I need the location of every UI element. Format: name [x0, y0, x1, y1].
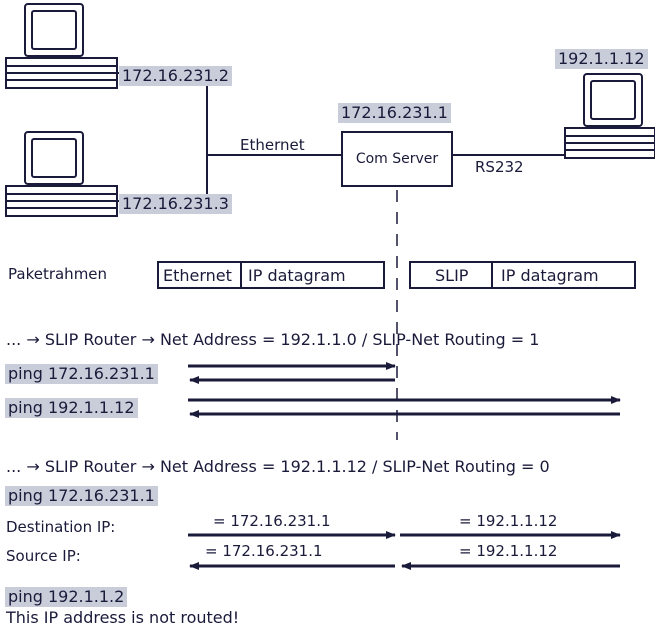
- not-routed-message: This IP address is not routed!: [6, 608, 240, 627]
- ethernet-bus: [117, 72, 341, 202]
- frame-right-divider: [491, 263, 493, 287]
- frame-right-payload: IP datagram: [501, 265, 599, 285]
- frame-right-header: SLIP: [435, 265, 469, 285]
- pc3-ip-label: 192.1.1.12: [555, 49, 648, 69]
- frame-left-payload: IP datagram: [248, 265, 346, 285]
- rs232-link-label: RS232: [475, 158, 524, 176]
- case1-heading: ... → SLIP Router → Net Address = 192.1.…: [6, 330, 540, 349]
- dest-right-value: = 192.1.1.12: [459, 512, 558, 530]
- computer-icon-2: [5, 131, 118, 217]
- src-right-value: = 192.1.1.12: [459, 542, 558, 560]
- case1-ping1: ping 172.16.231.1: [5, 364, 158, 384]
- server-ip-label: 172.16.231.1: [338, 103, 451, 123]
- computer-icon-1: [5, 3, 118, 89]
- src-ip-label: Source IP:: [6, 547, 81, 565]
- ethernet-link-label: Ethernet: [240, 136, 305, 154]
- pc1-ip-label: 172.16.231.2: [119, 66, 232, 86]
- dest-left-value: = 172.16.231.1: [213, 512, 331, 530]
- src-left-value: = 172.16.231.1: [205, 542, 323, 560]
- frame-left: Ethernet IP datagram: [157, 261, 385, 289]
- frames-label: Paketrahmen: [8, 265, 108, 283]
- dest-ip-label: Destination IP:: [6, 518, 116, 536]
- case2-heading: ... → SLIP Router → Net Address = 192.1.…: [6, 457, 550, 476]
- pc2-ip-label: 172.16.231.3: [119, 194, 232, 214]
- frame-right: SLIP IP datagram: [409, 261, 636, 289]
- frame-left-divider: [240, 263, 242, 287]
- ping-fail: ping 192.1.1.2: [5, 587, 128, 607]
- frame-left-header: Ethernet: [163, 265, 232, 285]
- case2-ping: ping 172.16.231.1: [5, 486, 158, 506]
- com-server-label: Com Server: [355, 151, 439, 167]
- computer-icon-3: [564, 73, 655, 159]
- com-server-box: Com Server: [341, 131, 453, 187]
- case1-ping2: ping 192.1.1.12: [5, 398, 138, 418]
